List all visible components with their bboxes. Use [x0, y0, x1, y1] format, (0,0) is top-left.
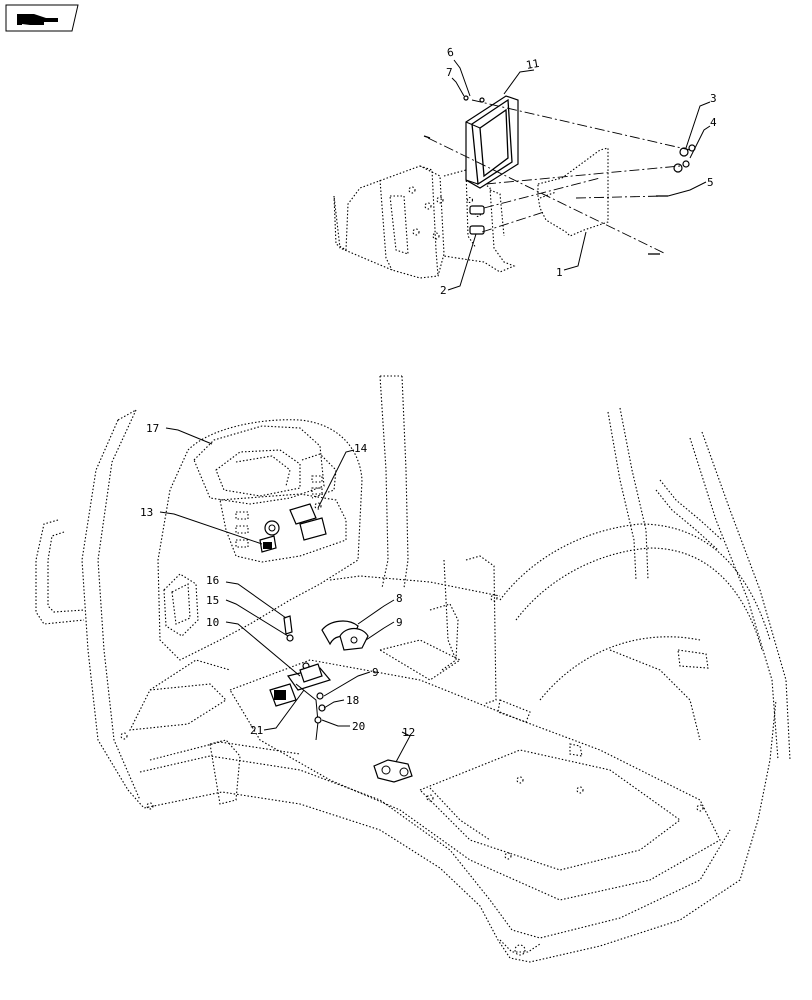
callout-16[interactable]: 16 [206, 574, 219, 587]
callout-17[interactable]: 17 [146, 422, 159, 435]
callout-2[interactable]: 2 [440, 284, 447, 297]
callout-labels: 6 7 11 3 4 5 2 1 17 14 13 16 15 10 8 9 9… [140, 46, 717, 739]
callout-12[interactable]: 12 [402, 726, 415, 739]
callout-11[interactable]: 11 [525, 57, 540, 72]
callout-8[interactable]: 8 [396, 592, 403, 605]
hand-pointing-icon [17, 14, 58, 25]
upper-bracket-assembly [333, 95, 696, 279]
callout-15[interactable]: 15 [206, 594, 219, 607]
control-module [465, 95, 519, 189]
callout-20[interactable]: 20 [352, 720, 365, 733]
callout-3[interactable]: 3 [710, 92, 717, 105]
callout-10[interactable]: 10 [206, 616, 219, 629]
callout-13[interactable]: 13 [140, 506, 153, 519]
cab-floor-assembly [35, 375, 791, 963]
callout-14[interactable]: 14 [354, 442, 368, 455]
callout-6[interactable]: 6 [446, 46, 455, 60]
instrument-console [157, 419, 363, 661]
callout-4[interactable]: 4 [710, 116, 717, 129]
callout-5[interactable]: 5 [707, 176, 714, 189]
callout-1[interactable]: 1 [556, 266, 563, 279]
callout-9-upper[interactable]: 9 [396, 616, 403, 629]
callout-21[interactable]: 21 [250, 724, 263, 737]
callout-18[interactable]: 18 [346, 694, 359, 707]
callout-7[interactable]: 7 [446, 66, 453, 79]
nav-button[interactable] [5, 4, 79, 32]
callout-9-lower[interactable]: 9 [372, 666, 379, 679]
leader-lines [159, 59, 711, 763]
